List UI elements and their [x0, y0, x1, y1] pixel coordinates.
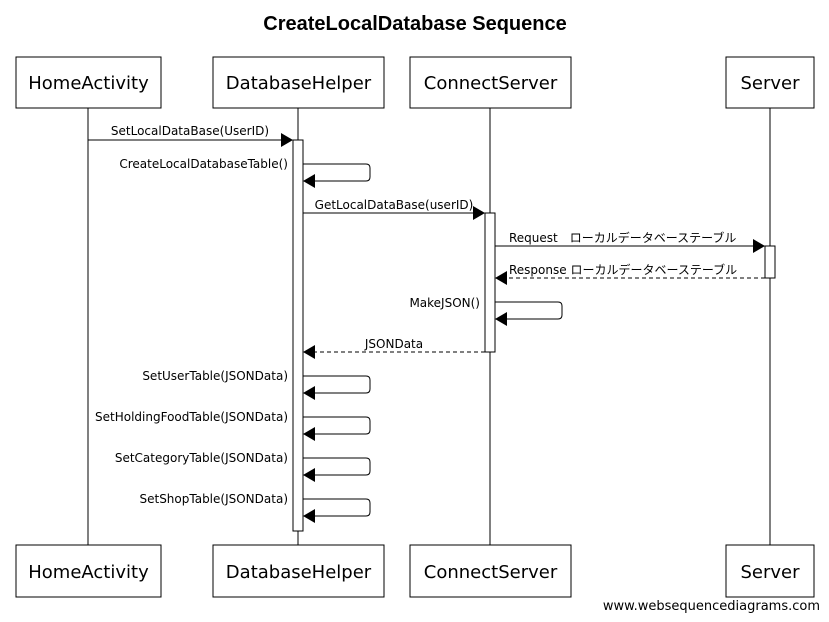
arrowhead [303, 345, 315, 359]
message-label: CreateLocalDatabaseTable() [119, 157, 288, 171]
message-label: SetShopTable(JSONData) [139, 492, 288, 506]
message-make-json: MakeJSON() [409, 296, 563, 326]
arrowhead [473, 206, 485, 220]
arrowhead [303, 468, 315, 482]
diagram-title: CreateLocalDatabase Sequence [263, 13, 566, 35]
actor-server-bottom: Server [725, 544, 815, 598]
activation-server [764, 245, 776, 279]
actor-db-top: DatabaseHelper [212, 56, 385, 109]
footer-link[interactable]: www.websequencediagrams.com [603, 599, 820, 614]
message-request: Request ローカルデータベーステーブル [495, 230, 765, 253]
actor-label: DatabaseHelper [226, 562, 372, 583]
arrowhead [303, 427, 315, 441]
actor-conn-top: ConnectServer [409, 56, 572, 109]
activation-db [292, 139, 304, 532]
activation-conn [484, 212, 496, 353]
message-label: Response ローカルデータベーステーブル [509, 262, 737, 277]
actor-label: ConnectServer [424, 562, 558, 583]
actor-label: HomeActivity [28, 73, 149, 94]
message-set-category-table: SetCategoryTable(JSONData) [115, 451, 371, 482]
activations [292, 139, 776, 532]
arrowhead [753, 239, 765, 253]
actor-home-bottom: HomeActivity [15, 544, 162, 598]
actor-db-bottom: DatabaseHelper [212, 544, 385, 598]
message-label: MakeJSON() [409, 296, 480, 310]
actor-home-top: HomeActivity [15, 56, 162, 109]
message-label: JSONData [364, 337, 423, 351]
arrowhead [495, 312, 507, 326]
actor-label: HomeActivity [28, 562, 149, 583]
actor-conn-bottom: ConnectServer [409, 544, 572, 598]
message-set-user-table: SetUserTable(JSONData) [142, 369, 371, 400]
message-label: SetUserTable(JSONData) [142, 369, 288, 383]
message-label: SetCategoryTable(JSONData) [115, 451, 288, 465]
message-set-holding-food-table: SetHoldingFoodTable(JSONData) [95, 410, 371, 441]
messages: SetLocalDataBase(UserID) CreateLocalData… [88, 124, 765, 523]
arrowhead [303, 174, 315, 188]
message-label: GetLocalDataBase(userID) [315, 198, 474, 212]
actors-top: HomeActivity DatabaseHelper ConnectServe… [15, 56, 815, 109]
message-label: Request ローカルデータベーステーブル [509, 230, 736, 245]
arrowhead [281, 133, 293, 147]
actors-bottom: HomeActivity DatabaseHelper ConnectServe… [15, 544, 815, 598]
lifelines [87, 108, 771, 545]
arrowhead [303, 386, 315, 400]
arrowhead [303, 509, 315, 523]
actor-label: DatabaseHelper [226, 73, 372, 94]
actor-label: ConnectServer [424, 73, 558, 94]
message-set-local-database: SetLocalDataBase(UserID) [88, 124, 293, 147]
message-get-local-database: GetLocalDataBase(userID) [303, 198, 485, 220]
message-label: SetHoldingFoodTable(JSONData) [95, 410, 288, 424]
message-json-data: JSONData [303, 337, 485, 359]
message-response: Response ローカルデータベーステーブル [495, 262, 765, 285]
actor-label: Server [740, 73, 800, 94]
message-create-local-database-table: CreateLocalDatabaseTable() [119, 157, 371, 188]
message-label: SetLocalDataBase(UserID) [111, 124, 269, 138]
actor-label: Server [740, 562, 800, 583]
arrowhead [495, 271, 507, 285]
actor-server-top: Server [725, 56, 815, 109]
message-set-shop-table: SetShopTable(JSONData) [139, 492, 371, 523]
